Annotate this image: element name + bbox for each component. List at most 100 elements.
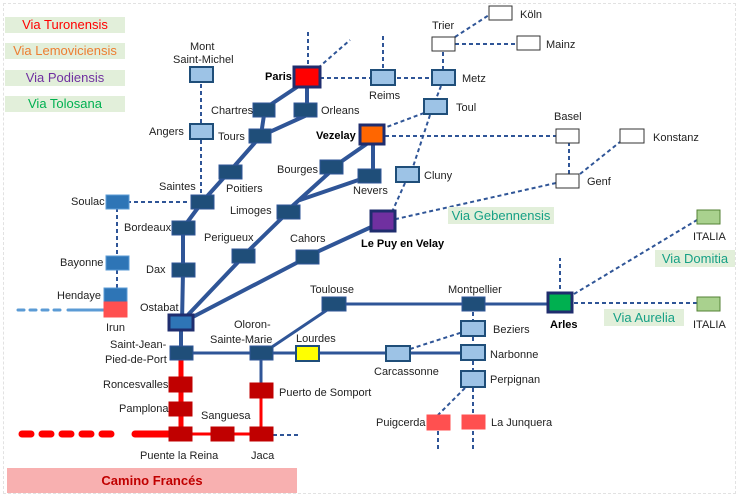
- station-hendaye[interactable]: [103, 287, 128, 303]
- label-puerto-somport: Puerto de Somport: [279, 387, 371, 399]
- label-mainz: Mainz: [546, 39, 575, 51]
- label-oloron-1: Oloron-: [234, 319, 271, 331]
- station-jaca[interactable]: [249, 426, 274, 442]
- arles-domitia-link: [573, 219, 698, 295]
- station-perpignan[interactable]: [460, 370, 486, 388]
- legend-via-turonensis: Via Turonensis: [5, 17, 125, 33]
- station-sjpp[interactable]: [169, 345, 194, 361]
- station-ostabat[interactable]: [167, 313, 195, 332]
- label-soulac: Soulac: [71, 196, 105, 208]
- station-bourges[interactable]: [319, 159, 344, 175]
- station-konstanz[interactable]: [619, 128, 645, 144]
- label-pamplona: Pamplona: [119, 403, 169, 415]
- station-beziers[interactable]: [460, 320, 486, 337]
- dotted-connections: [106, 14, 698, 452]
- station-carcassonne[interactable]: [385, 345, 411, 362]
- station-toulouse[interactable]: [321, 296, 347, 312]
- station-paris[interactable]: [292, 65, 322, 89]
- diagram-frame: [3, 3, 736, 494]
- station-italia-aurelia[interactable]: [696, 296, 721, 312]
- station-montpellier[interactable]: [461, 296, 486, 312]
- station-pamplona[interactable]: [168, 401, 193, 417]
- station-poitiers[interactable]: [218, 164, 243, 180]
- label-cluny: Cluny: [424, 170, 453, 182]
- station-italia-domitia[interactable]: [696, 209, 721, 225]
- label-bordeaux: Bordeaux: [124, 222, 172, 234]
- route-tag-domitia: Via Domitia: [655, 250, 735, 267]
- genf-konstanz-link: [579, 141, 621, 175]
- station-bayonne[interactable]: [105, 255, 130, 271]
- station-toul[interactable]: [423, 98, 448, 115]
- station-cahors[interactable]: [295, 249, 320, 265]
- station-koln[interactable]: [488, 5, 513, 21]
- station-arles[interactable]: [546, 291, 574, 314]
- label-oloron-2: Sainte-Marie: [210, 334, 272, 346]
- label-basel: Basel: [554, 111, 582, 123]
- label-mont-saint-michel-1: Mont: [190, 41, 214, 53]
- station-basel[interactable]: [555, 128, 580, 144]
- station-saintes[interactable]: [190, 194, 215, 210]
- station-vezelay[interactable]: [358, 123, 386, 146]
- label-koln: Köln: [520, 9, 542, 21]
- bourges-limoges-line: [286, 170, 332, 212]
- station-angers[interactable]: [189, 123, 214, 140]
- camino-lines: [18, 357, 263, 438]
- station-bordeaux[interactable]: [171, 220, 196, 236]
- station-sanguesa[interactable]: [210, 426, 235, 442]
- label-ostabat: Ostabat: [140, 302, 179, 314]
- station-chartres[interactable]: [252, 102, 276, 118]
- toul-vezelay-link: [383, 112, 425, 129]
- label-genf: Genf: [587, 176, 612, 188]
- label-angers: Angers: [149, 126, 184, 138]
- label-arles: Arles: [550, 319, 578, 331]
- legend-via-tolosana: Via Tolosana: [5, 96, 125, 112]
- route-tag-gebennensis: Via Gebennensis: [448, 207, 554, 224]
- station-puente-la-reina[interactable]: [168, 426, 193, 442]
- station-reims[interactable]: [370, 69, 396, 86]
- station-metz[interactable]: [431, 69, 456, 86]
- station-orleans[interactable]: [293, 102, 318, 118]
- label-sjpp-1: Saint-Jean-: [110, 339, 167, 351]
- station-le-puy[interactable]: [369, 209, 397, 233]
- station-genf[interactable]: [555, 173, 580, 189]
- station-cluny[interactable]: [395, 166, 420, 183]
- label-reims: Reims: [369, 90, 401, 102]
- station-trier[interactable]: [431, 36, 456, 52]
- station-perigueux[interactable]: [231, 248, 256, 264]
- station-puigcerda[interactable]: [426, 414, 451, 431]
- station-dax[interactable]: [171, 262, 196, 278]
- label-mont-saint-michel-2: Saint-Michel: [173, 54, 234, 66]
- station-oloron[interactable]: [249, 345, 274, 361]
- label-nevers: Nevers: [353, 185, 388, 197]
- station-irun[interactable]: [103, 301, 128, 318]
- label-chartres: Chartres: [211, 105, 254, 117]
- route-tag-aurelia: Via Aurelia: [604, 309, 684, 326]
- label-roncesvalles: Roncesvalles: [103, 379, 169, 391]
- label-la-junquera: La Junquera: [491, 417, 553, 429]
- metz-toul-link: [435, 85, 442, 100]
- label-irun: Irun: [106, 322, 125, 334]
- station-la-junquera[interactable]: [461, 414, 486, 430]
- toul-cluny-link: [411, 114, 431, 171]
- station-tours[interactable]: [248, 128, 272, 144]
- cluny-lepuy-link: [391, 182, 406, 213]
- trier-koln-link: [454, 14, 490, 38]
- station-roncesvalles[interactable]: [168, 376, 193, 393]
- label-italia-domitia: ITALIA: [693, 231, 726, 243]
- station-mainz[interactable]: [516, 35, 541, 51]
- label-sjpp-2: Pied-de-Port: [105, 354, 167, 366]
- label-bourges: Bourges: [277, 164, 318, 176]
- station-nevers[interactable]: [357, 168, 382, 184]
- carcassonne-beziers-link: [409, 331, 464, 350]
- station-narbonne[interactable]: [460, 344, 486, 361]
- station-puerto-somport[interactable]: [249, 382, 274, 399]
- paris-northeast-link: [317, 39, 351, 69]
- station-soulac[interactable]: [105, 194, 130, 210]
- label-perigueux: Perigueux: [204, 232, 254, 244]
- station-limoges[interactable]: [276, 204, 301, 220]
- label-lourdes: Lourdes: [296, 333, 336, 345]
- perpignan-puigcerda-link: [437, 387, 466, 416]
- station-mont-saint-michel[interactable]: [189, 66, 214, 83]
- label-cahors: Cahors: [290, 233, 326, 245]
- station-lourdes[interactable]: [295, 345, 320, 362]
